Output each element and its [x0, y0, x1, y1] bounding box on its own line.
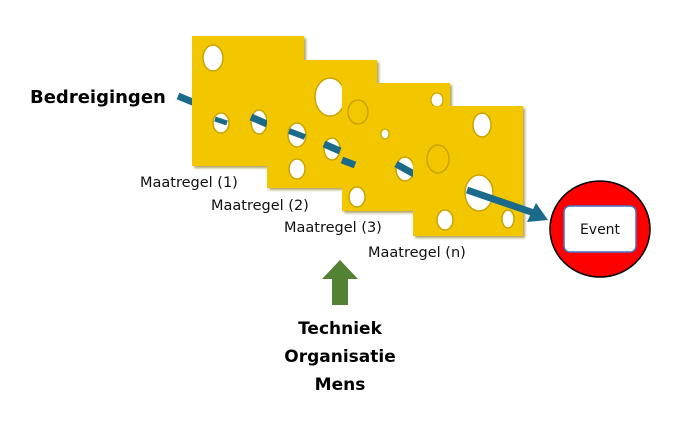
- factors-up-arrow: [322, 260, 358, 305]
- layer-label-n: Maatregel (n): [368, 245, 466, 261]
- threat-arrow-end: [465, 186, 548, 222]
- layer-label-3: Maatregel (3): [284, 220, 382, 236]
- factor-techniek: Techniek: [298, 319, 383, 339]
- layer-label-2: Maatregel (2): [211, 198, 309, 214]
- event-label: Event: [580, 222, 621, 238]
- factor-mens: Mens: [315, 375, 366, 395]
- cheese-slice-n: [413, 106, 523, 236]
- event-node: Event: [549, 180, 651, 278]
- factor-organisatie: Organisatie: [284, 347, 395, 367]
- layer-label-1: Maatregel (1): [140, 175, 238, 191]
- threats-label: Bedreigingen: [30, 87, 166, 108]
